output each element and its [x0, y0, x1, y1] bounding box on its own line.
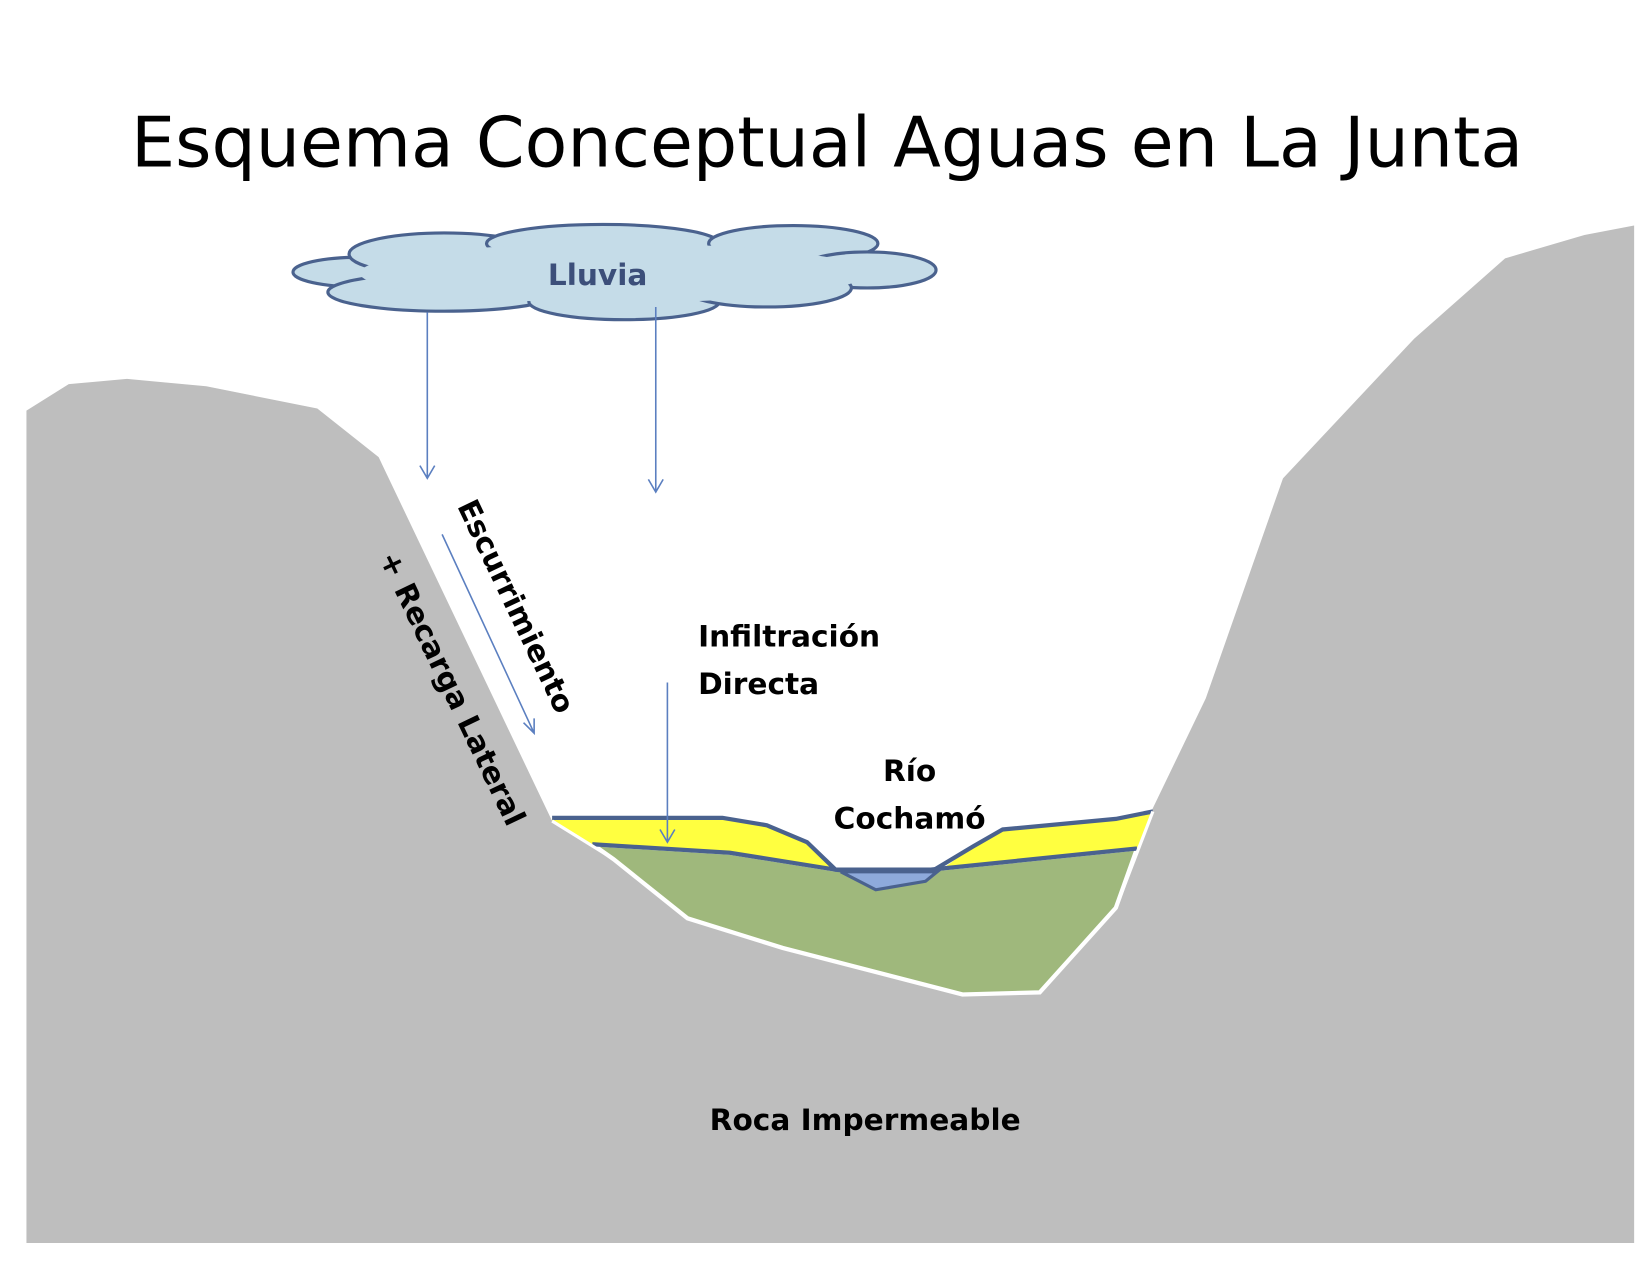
- arrow-rain-runoff: [419, 312, 436, 480]
- infiltration-label-line1: Infiltración: [698, 619, 880, 653]
- bedrock-shape: [26, 225, 1635, 1244]
- rain-cloud: [291, 222, 938, 322]
- river-label-line1: Río: [883, 754, 936, 788]
- flow-arrows: [419, 306, 676, 844]
- water-table-line: [592, 842, 1138, 872]
- river-channel: [840, 870, 942, 892]
- bedrock-label: Roca Impermeable: [710, 1103, 1021, 1137]
- arrow-runoff-slope: [441, 534, 535, 736]
- diagram-title: Esquema Conceptual Aguas en La Junta: [131, 102, 1523, 183]
- unsaturated-layer-right: [941, 811, 1153, 870]
- rain-label: Lluvia: [548, 258, 648, 292]
- infiltration-label-line2: Directa: [698, 667, 819, 701]
- valley-rock-edge: [551, 810, 1155, 997]
- arrow-direct-infiltration: [659, 682, 676, 844]
- river-label-line2: Cochamó: [834, 801, 986, 835]
- arrow-rain-infiltration: [647, 306, 664, 494]
